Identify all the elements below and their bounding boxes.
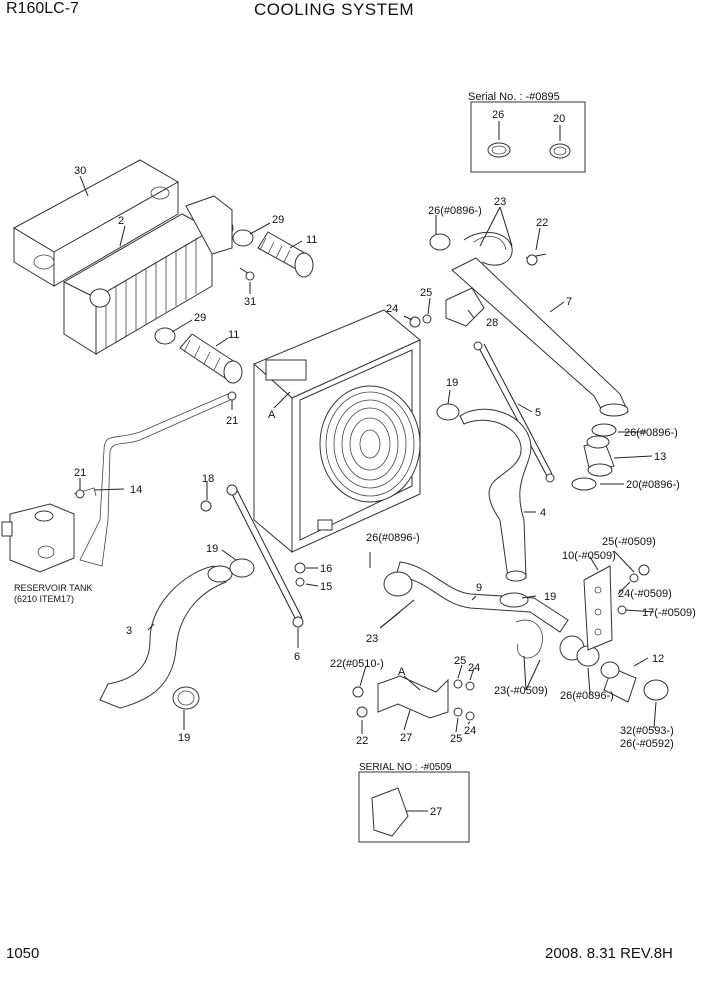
- callout-26-serial: 26(-#0592): [620, 738, 674, 750]
- callout-21-tank: 21: [74, 467, 86, 479]
- callout-24-lower: 24: [464, 725, 476, 737]
- callout-7: 7: [566, 296, 572, 308]
- serial-inset-bottom: SERIAL NO : -#0509 27: [358, 762, 470, 843]
- serial-inset-top: Serial No. : -#0895 26 20: [468, 91, 586, 173]
- pipe-9: [383, 561, 669, 703]
- callout-21: 21: [226, 415, 238, 427]
- callout-26-top: 26(#0896-): [428, 205, 482, 217]
- reservoir-caption-1: RESERVOIR TANK: [14, 583, 93, 593]
- hose-4: [459, 408, 532, 582]
- intercooler-core: [62, 195, 234, 355]
- hose-11-upper: [232, 229, 314, 278]
- callout-27: 27: [400, 732, 412, 744]
- callout-6: 6: [294, 651, 300, 663]
- callout-3: 3: [126, 625, 132, 637]
- callout-28: 28: [486, 317, 498, 329]
- callout-22-lower: 22: [356, 735, 368, 747]
- callout-25: 25: [420, 287, 432, 299]
- bracket-27: [352, 675, 475, 721]
- hose-13: [571, 423, 617, 491]
- callout-labels: 30 2 29 11 31 29 11 21 A 21 14 18 19 16 …: [74, 165, 696, 750]
- callout-25-right: 25: [454, 655, 466, 667]
- callout-24-bracket: 24(-#0509): [618, 588, 672, 600]
- callout-4: 4: [540, 507, 546, 519]
- callout-26-mid: 26(#0896-): [366, 532, 420, 544]
- callout-11-lower: 11: [228, 329, 239, 341]
- hose-11-lower: [154, 327, 243, 384]
- callout-12: 12: [652, 653, 664, 665]
- reservoir-caption-2: (6210 ITEM17): [14, 594, 74, 604]
- callout-a-bracket: A: [398, 666, 406, 678]
- callout-25-lower: 25: [450, 733, 462, 745]
- callout-16: 16: [320, 563, 332, 575]
- leader-lines: [79, 175, 657, 734]
- callout-24-right: 24: [468, 662, 480, 674]
- page-title: COOLING SYSTEM: [254, 0, 415, 19]
- page-number: 1050: [6, 945, 40, 962]
- callout-29: 29: [272, 214, 284, 226]
- intercooler-cover: [12, 159, 180, 287]
- callout-9: 9: [476, 582, 482, 594]
- reservoir-tank: [1, 503, 75, 573]
- callout-17: 17(-#0509): [642, 607, 696, 619]
- tube-7: [409, 231, 629, 417]
- callout-22-upper: 22(#0510-): [330, 658, 384, 670]
- model-code: R160LC-7: [6, 0, 79, 17]
- callout-25-bracket: 25(-#0509): [602, 536, 656, 548]
- callout-2: 2: [118, 215, 124, 227]
- inset-bottom-label: 27: [430, 806, 442, 818]
- callout-19-bottom: 19: [178, 732, 190, 744]
- callout-a: A: [268, 409, 276, 421]
- tube-14: [73, 391, 237, 567]
- callout-23-bracket: 23(-#0509): [494, 685, 548, 697]
- revision-date: 2008. 8.31 REV.8H: [545, 945, 673, 962]
- callout-26-right: 26(#0896-): [624, 427, 678, 439]
- bracket-10: [583, 564, 650, 651]
- inset-top-label-20: 20: [553, 113, 565, 125]
- callout-23: 23: [494, 196, 506, 208]
- callout-19-right: 19: [446, 377, 458, 389]
- bolt-31: [239, 267, 255, 281]
- callout-11: 11: [306, 234, 317, 246]
- callout-30: 30: [74, 165, 86, 177]
- callout-31: 31: [244, 296, 256, 308]
- callout-22: 22: [536, 217, 548, 229]
- callout-18: 18: [202, 473, 214, 485]
- callout-26-bracket: 26(#0896-): [560, 690, 614, 702]
- radiator-assembly: [253, 309, 421, 554]
- callout-24: 24: [386, 303, 398, 315]
- callout-5: 5: [535, 407, 541, 419]
- inset-top-title: Serial No. : -#0895: [468, 91, 560, 103]
- callout-23-pipe: 23: [366, 633, 378, 645]
- callout-19: 19: [206, 543, 218, 555]
- callout-10: 10(-#0509): [562, 550, 616, 562]
- callout-29-lower: 29: [194, 312, 206, 324]
- callout-14: 14: [130, 484, 142, 496]
- callout-32: 32(#0593-): [620, 725, 674, 737]
- callout-13: 13: [654, 451, 666, 463]
- callout-19-pipe: 19: [544, 591, 556, 603]
- rod-6: [200, 484, 306, 628]
- callout-20: 20(#0896-): [626, 479, 680, 491]
- inset-top-label-26: 26: [492, 109, 504, 121]
- inset-bottom-title: SERIAL NO : -#0509: [359, 762, 452, 773]
- hose-3: [99, 558, 255, 710]
- callout-15: 15: [320, 581, 332, 593]
